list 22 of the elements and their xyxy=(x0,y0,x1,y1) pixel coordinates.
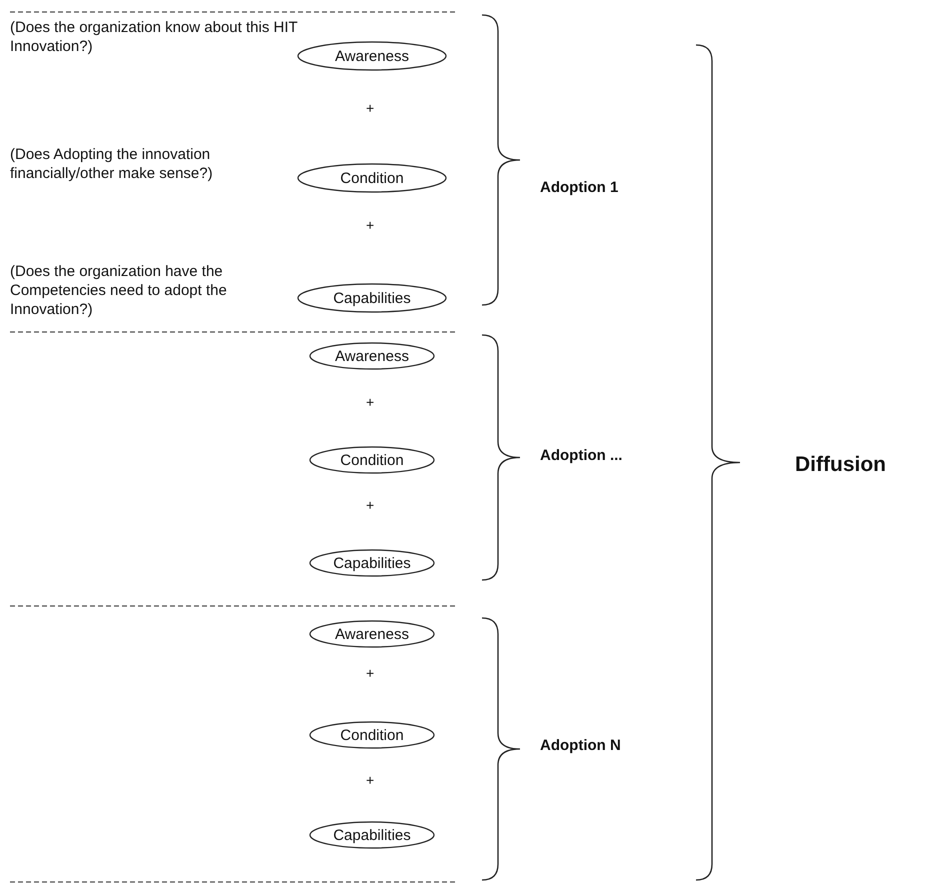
plus-sign: + xyxy=(366,771,374,790)
plus-sign: + xyxy=(366,216,374,235)
plus-sign: + xyxy=(366,393,374,412)
question-text: (Does the organization know about this HIT Innovation?) xyxy=(10,18,298,56)
node-label: Awareness xyxy=(335,626,409,642)
diffusion-label: Diffusion xyxy=(795,455,886,474)
node-label: Condition xyxy=(340,726,404,744)
adoption-label: Adoption 1 xyxy=(540,178,618,197)
node-label: Awareness xyxy=(335,48,409,64)
node-label: Awareness xyxy=(335,348,409,364)
plus-sign: + xyxy=(366,496,374,515)
adoption-label: Adoption N xyxy=(540,736,621,755)
plus-sign: + xyxy=(366,664,374,683)
question-text: (Does Adopting the innovation financially/other make sense?) xyxy=(10,145,214,183)
node-label: Condition xyxy=(340,170,404,186)
node-label: Capabilities xyxy=(333,290,411,306)
node-label: Condition xyxy=(340,452,404,468)
question-text: (Does the organization have the Competencies need to adopt the Innovation?) xyxy=(10,262,228,319)
adoption-label: Adoption ... xyxy=(540,446,622,465)
node-label: Capabilities xyxy=(333,554,411,572)
node-label: Capabilities xyxy=(333,826,411,844)
plus-sign: + xyxy=(366,99,374,118)
